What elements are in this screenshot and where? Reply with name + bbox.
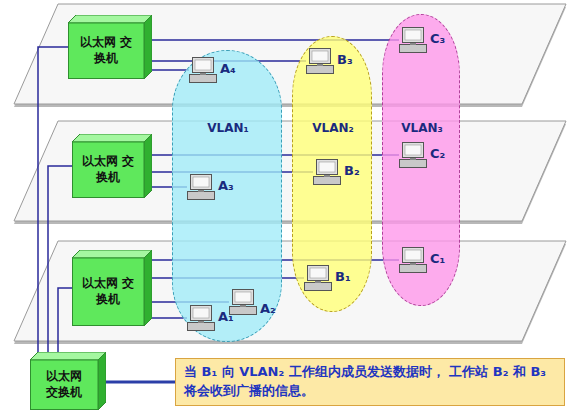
screen bbox=[405, 30, 421, 40]
vlan-label: VLAN₁ bbox=[207, 121, 249, 135]
station-label: A₂ bbox=[260, 301, 276, 316]
workstation: A₄ bbox=[189, 57, 236, 83]
workstation: B₂ bbox=[313, 159, 360, 185]
monitor bbox=[310, 49, 331, 64]
workstation: A₂ bbox=[229, 289, 276, 315]
workstation: B₁ bbox=[304, 265, 351, 291]
switch-side bbox=[98, 352, 106, 410]
switch-side bbox=[144, 134, 152, 198]
switch-front bbox=[73, 142, 145, 198]
network-link bbox=[152, 69, 189, 71]
monitor bbox=[403, 28, 424, 43]
plane-top bbox=[14, 241, 566, 341]
station-label: C₁ bbox=[430, 251, 445, 266]
switch-top bbox=[72, 250, 152, 258]
computer-icon bbox=[399, 247, 427, 273]
switch-front bbox=[73, 258, 145, 326]
workstation: C₁ bbox=[399, 247, 446, 273]
switch-label: 以太网 交换机 bbox=[38, 369, 90, 400]
plane-top bbox=[14, 4, 566, 104]
switch-side bbox=[144, 15, 152, 79]
computer-case bbox=[400, 265, 427, 273]
station-label: A₄ bbox=[220, 61, 236, 76]
ethernet-switch: 以太网 交换机 bbox=[68, 15, 152, 79]
screen bbox=[195, 60, 211, 70]
ethernet-switch: 以太网 交换机 bbox=[72, 250, 152, 326]
network-link bbox=[152, 39, 399, 41]
monitor bbox=[233, 290, 254, 305]
callout-box: 当 B₁ 向 VLAN₂ 工作组内成员发送数据时， 工作站 B₂ 和 B₃ 将会… bbox=[175, 358, 565, 406]
switch-top bbox=[30, 352, 106, 360]
station-label: A₁ bbox=[218, 309, 234, 324]
station-label: B₃ bbox=[337, 52, 353, 67]
switch-label: 以太网 交换机 bbox=[80, 276, 136, 307]
ethernet-switch: 以太网 交换机 bbox=[72, 134, 152, 198]
network-link bbox=[38, 47, 68, 352]
computer-icon bbox=[187, 174, 215, 200]
floor-plane bbox=[14, 4, 566, 107]
screen bbox=[312, 51, 328, 61]
workstation: B₃ bbox=[306, 48, 353, 74]
screen bbox=[310, 268, 326, 278]
station-label: B₁ bbox=[335, 269, 351, 284]
monitor bbox=[191, 175, 212, 190]
computer-icon bbox=[313, 159, 341, 185]
network-link bbox=[58, 288, 72, 352]
screen bbox=[405, 250, 421, 260]
callout-text: 当 B₁ 向 VLAN₂ 工作组内成员发送数据时， 工作站 B₂ 和 B₃ 将会… bbox=[184, 363, 556, 401]
ethernet-switch: 以太网 交换机 bbox=[30, 352, 106, 410]
workstation: A₁ bbox=[187, 305, 234, 331]
computer-case bbox=[188, 192, 215, 200]
computer-icon bbox=[399, 142, 427, 168]
computer-icon bbox=[306, 48, 334, 74]
screen bbox=[193, 308, 209, 318]
switch-top bbox=[68, 15, 152, 23]
switch-front bbox=[31, 360, 99, 410]
computer-icon bbox=[304, 265, 332, 291]
monitor bbox=[403, 248, 424, 263]
network-link bbox=[106, 381, 175, 384]
monitor bbox=[317, 160, 338, 175]
computer-icon bbox=[189, 57, 217, 83]
station-label: C₂ bbox=[430, 146, 445, 161]
station-label: A₃ bbox=[218, 178, 234, 193]
floor-plane bbox=[14, 121, 566, 224]
plane-top bbox=[14, 121, 566, 221]
vlan-region: VLAN₂ B₃ B₂ B₁ bbox=[292, 36, 372, 312]
computer-case bbox=[400, 160, 427, 168]
screen bbox=[193, 177, 209, 187]
switch-front bbox=[69, 23, 145, 79]
workstation: C₃ bbox=[399, 27, 446, 53]
network-link bbox=[48, 166, 72, 352]
station-label: B₂ bbox=[344, 163, 360, 178]
switch-label: 以太网 交换机 bbox=[76, 35, 136, 66]
switch-side bbox=[144, 250, 152, 326]
computer-case bbox=[305, 283, 332, 291]
workstation: A₃ bbox=[187, 174, 234, 200]
monitor bbox=[193, 58, 214, 73]
monitor bbox=[308, 266, 329, 281]
computer-case bbox=[400, 45, 427, 53]
vlan-label: VLAN₃ bbox=[401, 121, 443, 135]
floor-plane bbox=[14, 241, 566, 344]
computer-case bbox=[190, 75, 217, 83]
station-label: C₃ bbox=[430, 31, 445, 46]
monitor bbox=[403, 143, 424, 158]
computer-case bbox=[307, 66, 334, 74]
vlan-label: VLAN₂ bbox=[312, 121, 354, 135]
vlan-region: VLAN₃ C₃ C₂ C₁ bbox=[382, 14, 460, 306]
computer-case bbox=[314, 177, 341, 185]
monitor bbox=[191, 306, 212, 321]
computer-case bbox=[188, 323, 215, 331]
workstation: C₂ bbox=[399, 142, 446, 168]
vlan-region: VLAN₁ A₄ A₃ A₂ A₁ bbox=[172, 50, 282, 342]
switch-top bbox=[72, 134, 152, 142]
screen bbox=[235, 292, 251, 302]
screen bbox=[319, 162, 335, 172]
computer-icon bbox=[187, 305, 215, 331]
switch-label: 以太网 交换机 bbox=[80, 154, 136, 185]
computer-icon bbox=[399, 27, 427, 53]
screen bbox=[405, 145, 421, 155]
